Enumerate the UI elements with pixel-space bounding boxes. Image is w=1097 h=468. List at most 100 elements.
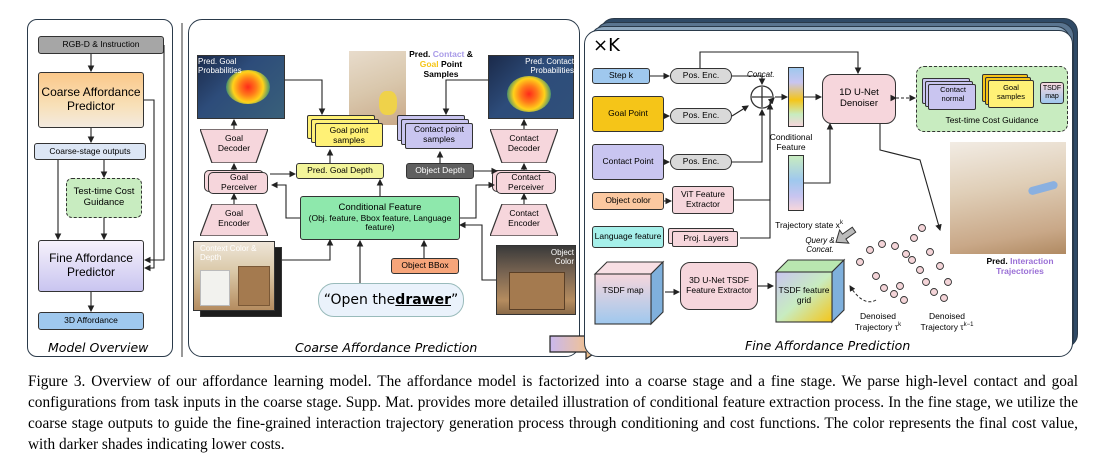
goal-encoder-label: Goal Encoder: [218, 208, 250, 228]
stack-layer: [928, 84, 976, 110]
arrow: [458, 221, 496, 281]
denoised-trajectory-k1-label: Denoised Trajectory τk−1: [914, 311, 980, 332]
language-feature-box: Language feature: [592, 226, 664, 248]
conditional-feature-bar: [788, 67, 804, 127]
arrow: [699, 51, 862, 75]
object-bbox-box: Object BBox: [391, 258, 459, 274]
goal-point-samples-stack: [307, 115, 387, 149]
goal-perceiver-label: Goal Perceiver: [221, 172, 257, 192]
tsdf-feature-grid-cube: [774, 258, 846, 324]
pos-enc-contact-box: Pos. Enc.: [670, 154, 732, 170]
panel-divider: [181, 23, 183, 357]
cost-guidance-label: Test-time Cost Guidance: [945, 115, 1039, 125]
fine-panel-title: Fine Affordance Prediction: [745, 338, 911, 353]
trajectory-points: [856, 224, 952, 304]
proj-layers-label: Proj. Layers: [683, 233, 729, 243]
model-overview-title: Model Overview: [48, 340, 149, 355]
trajectory-state-sup: k: [839, 220, 843, 226]
object-color-label: Object Color: [550, 248, 574, 267]
contact-encoder-label: Contact Encoder: [508, 208, 540, 228]
arrow: [282, 238, 334, 261]
proj-layers-stack: [668, 228, 742, 252]
context-color-image: [193, 241, 275, 311]
instruction-prefix: “Open the: [323, 291, 396, 308]
contact-point-samples-label: Contact point samples: [413, 124, 465, 144]
contact-decoder-shape: [490, 129, 558, 163]
trajectory-state-bar: [788, 155, 804, 211]
goal-samples-label: Goal samples: [997, 83, 1025, 101]
arrow: [143, 45, 165, 264]
contact-encoder-shape: [490, 204, 558, 236]
denoise-dashed-arrow: [849, 285, 877, 303]
label-part-goal: Goal: [419, 58, 439, 69]
label-part-samples: Point Samples: [423, 58, 463, 79]
arrow: [732, 108, 766, 163]
denoised-k1-sup: k−1: [963, 321, 974, 328]
goal-perceiver-stack: [204, 170, 270, 196]
step-k-box: Step k: [592, 68, 650, 84]
fine-affordance-predictor-box: Fine Affordance Predictor: [38, 240, 144, 292]
denoised-k1-text: Denoised Trajectory τ: [920, 311, 965, 332]
3d-affordance-box: 3D Affordance: [38, 312, 144, 330]
label-part-pred: Pred.: [409, 49, 433, 59]
instruction-bubble: “Open the drawer”: [318, 283, 464, 317]
tsdf-map-label: TSDF map: [602, 285, 644, 295]
goal-decoder-label: Goal Decoder: [217, 133, 251, 153]
times-k-label: ×K: [593, 35, 620, 56]
arrow: [879, 124, 942, 232]
tsdf-map-small-box: TSDF map: [1040, 82, 1064, 104]
arrow: [285, 79, 326, 116]
arrow: [740, 102, 774, 239]
pos-enc-goal-box: Pos. Enc.: [670, 108, 732, 124]
scene-point-cloud-image: [349, 51, 406, 125]
unet-denoiser-box: 1D U-Net Denoiser: [822, 74, 896, 124]
label-part-contact: Contact: [432, 49, 465, 59]
arrow: [804, 122, 834, 184]
contact-normal-stack: [922, 78, 978, 110]
figure: RGB-D & Instruction Coarse Affordance Pr…: [27, 18, 1078, 360]
figure-caption: Figure 3. Overview of our affordance lea…: [28, 373, 1078, 453]
coarse-affordance-predictor-box: Coarse Affordance Predictor: [38, 72, 144, 128]
contact-decoder-label: Contact Decoder: [507, 133, 541, 153]
denoised-k-text: Denoised Trajectory τ: [854, 311, 899, 332]
stack-layer: [405, 123, 473, 149]
arrow: [270, 181, 300, 219]
pred-goal-probabilities-label: Pred. Goal Probabilities: [198, 57, 242, 76]
object-color-fine-box: Object color: [592, 192, 664, 210]
object-color-image: [496, 245, 576, 315]
concat-plus-icon: [750, 85, 774, 109]
tsdf-extractor-box: 3D U-Net TSDF Feature Extractor: [680, 262, 758, 310]
vit-extractor-box: ViT Feature Extractor: [672, 186, 734, 214]
conditional-feature-box: Conditional Feature (Obj. feature, Bbox …: [300, 196, 460, 240]
instruction-suffix: ”: [451, 291, 459, 308]
test-time-cost-guidance-box: Test-time Cost Guidance: [66, 178, 142, 218]
concat-label: Concat.: [747, 70, 775, 79]
conditional-feature-title: Conditional Feature: [338, 201, 422, 213]
label-part-amp: &: [464, 49, 473, 59]
trajectory-state-label: Trajectory state xk: [764, 220, 854, 231]
pred-interaction-image: [950, 142, 1066, 254]
arrow: [734, 97, 775, 201]
pred-contact-probabilities-label: Pred. Contact Probabilities: [525, 57, 574, 76]
object-depth-box: Object Depth: [406, 163, 474, 179]
goal-samples-stack: [982, 74, 1036, 108]
pos-enc-step-box: Pos. Enc.: [670, 68, 732, 84]
pred-contact-probabilities-image: [488, 55, 574, 119]
stack-layer: [988, 80, 1034, 108]
coarse-panel-title: Coarse Affordance Prediction: [295, 340, 478, 355]
connector-arrows: [54, 45, 952, 313]
goal-point-box: Goal Point: [592, 96, 664, 132]
conditional-feature-fine-label: Conditional Feature: [769, 132, 813, 152]
pred-interaction-colored: Interaction Trajectories: [996, 256, 1054, 276]
coarse-stage-outputs-box: Coarse-stage outputs: [34, 143, 146, 160]
goal-point-samples-label: Goal point samples: [329, 125, 369, 145]
arrow: [731, 105, 749, 117]
pred-goal-probabilities-image: [197, 55, 285, 119]
tsdf-feature-grid-label: TSDF feature grid: [778, 285, 830, 305]
arrow: [460, 181, 496, 219]
pred-goal-depth-box: Pred. Goal Depth: [296, 163, 384, 179]
trajectory-state-text: Trajectory state x: [775, 219, 840, 230]
pred-interaction-prefix: Pred.: [986, 256, 1011, 266]
stack-layer: [208, 172, 268, 194]
stack-layer: [315, 123, 383, 147]
